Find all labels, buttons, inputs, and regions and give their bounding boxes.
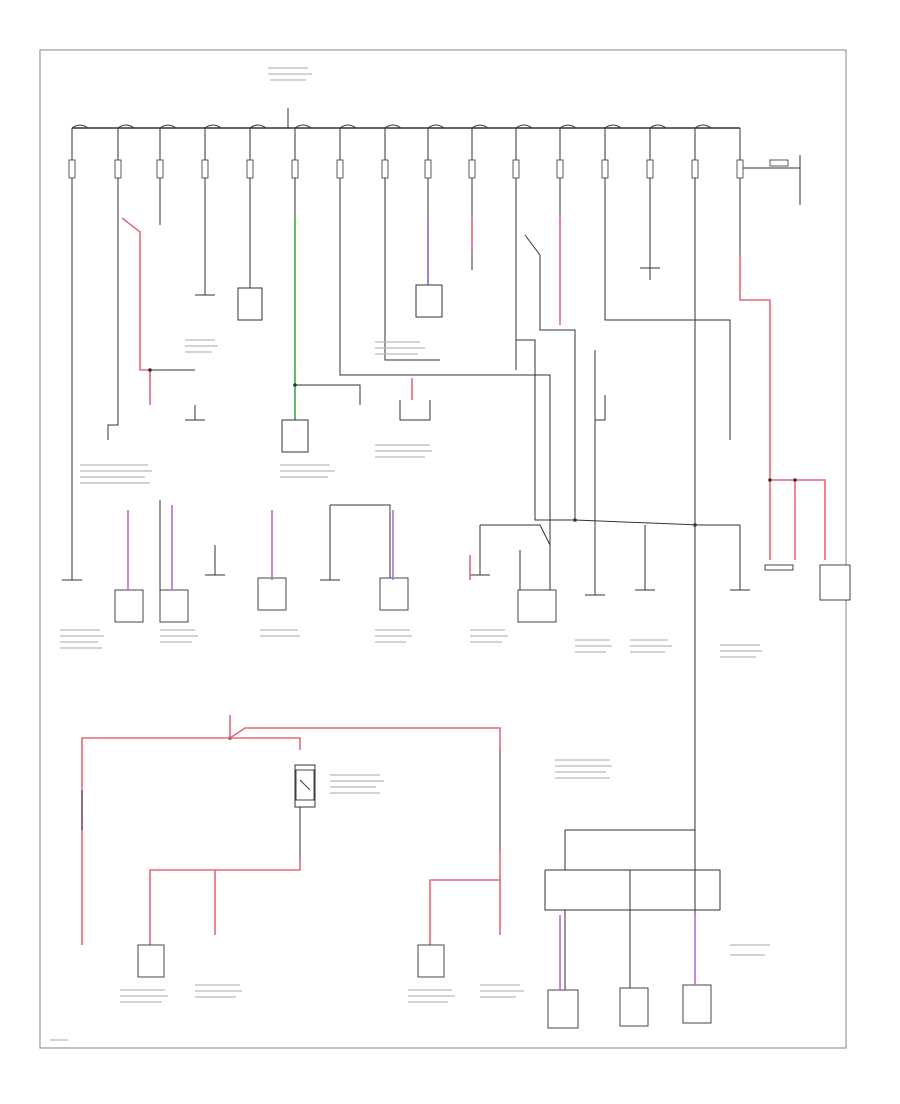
lower-red-wiring [81,715,501,945]
top-fuse-box [71,108,801,370]
illegible-label-marks [50,67,770,1041]
colored-wires-upper [121,217,826,560]
lower-violet-wires [559,915,696,990]
diagram-border [39,49,847,1049]
black-wiring-middle [71,234,741,870]
violet-wires-middle [127,505,394,590]
fuse-icon [68,159,789,179]
lower-connectors [137,944,712,1029]
connector-icon [114,564,851,623]
ground-icon [62,574,750,596]
splice-icon [148,368,797,740]
relay-icon [295,769,315,801]
